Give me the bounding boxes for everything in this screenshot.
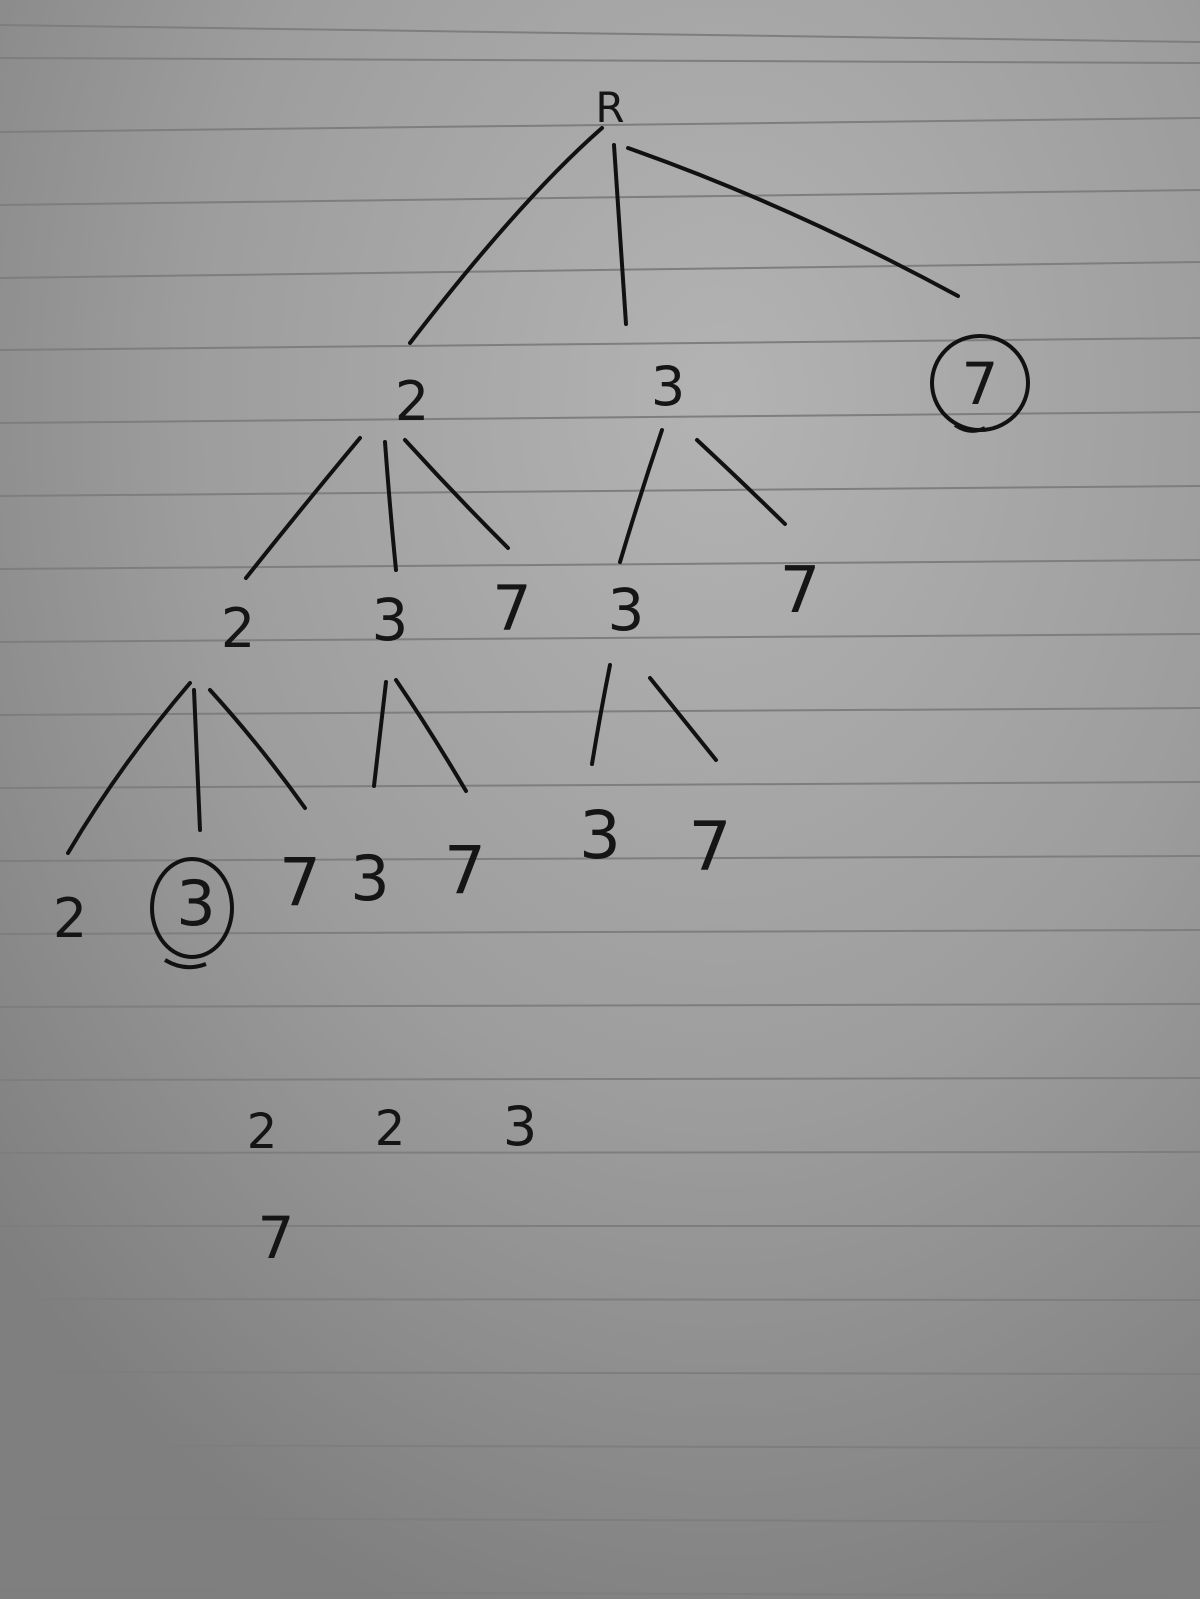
node-l2-3: 3 (372, 586, 409, 654)
note-row1-item2: 2 (375, 1101, 406, 1157)
edge-3-7 (695, 438, 787, 526)
note-row2-item1: 7 (258, 1204, 295, 1272)
circle-level3-3-tail (163, 958, 207, 970)
bottom-notes: 2 2 3 7 (247, 1095, 537, 1272)
node-l3-7: 7 (279, 844, 321, 921)
circle-level1-7-tail (953, 423, 986, 433)
note-row1-item1: 2 (247, 1104, 278, 1160)
node-l3-3: 3 (176, 867, 215, 940)
edge-23-3 (372, 680, 388, 788)
node-l2-2: 2 (221, 597, 255, 660)
node-l3-3b: 3 (350, 842, 389, 915)
edge-root-7 (626, 146, 960, 298)
highlight-circles (150, 334, 1030, 970)
edge-22-3 (192, 688, 202, 832)
edge-root-3 (612, 143, 628, 326)
edge-3-3 (618, 428, 664, 564)
edge-33-3 (590, 663, 612, 766)
node-l3-2: 2 (53, 887, 87, 950)
edge-2-3 (383, 440, 398, 572)
node-l1-7: 7 (962, 350, 999, 418)
note-row1-item3: 3 (503, 1095, 537, 1158)
edge-2-2 (244, 436, 362, 580)
tree-edges (66, 126, 960, 855)
node-l2-7b: 7 (780, 554, 821, 628)
edge-33-7 (648, 676, 718, 762)
edge-2-7 (403, 438, 510, 550)
node-l1-3: 3 (651, 355, 685, 418)
edge-root-2 (408, 126, 604, 345)
node-l3-7c: 7 (688, 808, 731, 887)
node-l3-3c: 3 (579, 797, 621, 874)
edge-23-7 (394, 678, 468, 793)
node-root: R (595, 83, 624, 132)
edge-22-7 (208, 688, 307, 810)
tree-node-labels: R 2 3 7 2 3 7 3 7 2 3 7 3 7 3 7 (53, 83, 999, 950)
node-l2-7: 7 (492, 572, 531, 645)
node-l1-2: 2 (395, 370, 429, 433)
node-l2-3b: 3 (608, 576, 645, 644)
circle-level3-3 (150, 857, 234, 959)
edge-22-2 (66, 681, 192, 855)
node-l3-7b: 7 (444, 832, 486, 909)
